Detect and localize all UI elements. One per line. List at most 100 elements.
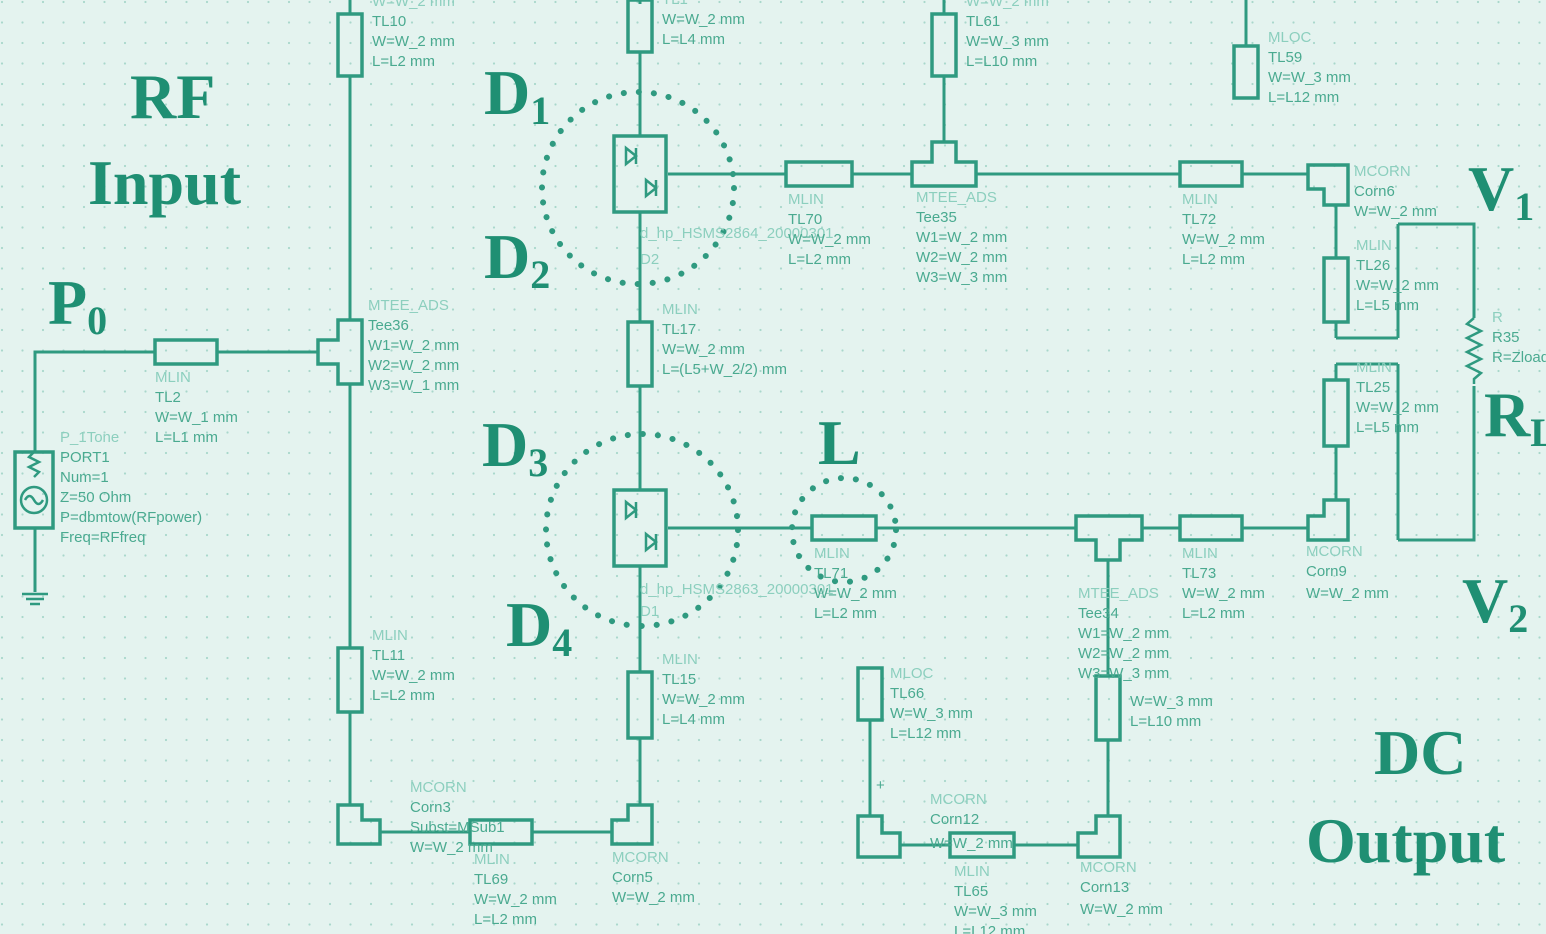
tl17-w-label: W=W_2 mm [662,341,745,358]
corn3-type-label: MCORN [410,779,467,796]
tl26-rect [1322,256,1350,324]
corn6-name-label: Corn6 [1354,183,1395,200]
resistor-icon [1464,317,1484,384]
tl59-name-label: TL59 [1268,49,1302,66]
tl17-name-label: TL17 [662,321,696,338]
tl65-type-label: MLIN [954,863,990,880]
tl10-w-label: W=W_2 mm [372,33,455,50]
diode-pair-bottom-ring [543,431,741,629]
tee35-name-label: Tee35 [916,209,957,226]
d4-heading: D4 [506,589,572,665]
tl72-w-label: W=W_2 mm [1182,231,1265,248]
tl72-type-label: MLIN [1182,191,1218,208]
corn5-type-label: MCORN [612,849,669,866]
tl11-rect [336,646,364,714]
tl-mid-right-l-label: L=L10 mm [1130,713,1201,730]
tee36-w3-label: W3=W_1 mm [368,377,459,394]
tee36-shape [316,318,364,386]
tl59-w-label: W=W_3 mm [1268,69,1351,86]
tl11-name-label: TL11 [372,647,405,664]
d2-heading: D2 [484,221,550,297]
tl70-w-label: W=W_2 mm [788,231,871,248]
tl25-l-label: L=L5 mm [1356,419,1419,436]
tl-mid-right-rect [1094,674,1122,742]
tl10-rect [336,12,364,78]
tl73-l-label: L=L2 mm [1182,605,1245,622]
tee36-w1-label: W1=W_2 mm [368,337,459,354]
corn9-shape [1306,498,1350,542]
corn3-subst-label: Subst=MSub1 [410,819,505,836]
port-freq-label: Freq=RFfreq [60,529,145,546]
diode-lower-model-label: d_hp_HSMS2863_20000301 [640,581,834,598]
tl65-rect [948,831,1016,859]
tl69-l-label: L=L2 mm [474,911,537,928]
tl10-name-label: TL10 [372,13,406,30]
tl1-rect [626,0,654,54]
tl73-name-label: TL73 [1182,565,1216,582]
diode-upper-model-label: d_hp_HSMS2864_20000301 [640,225,834,242]
tl66-l-label: L=L12 mm [890,725,961,742]
tee34-w3-label: W3=W_3 mm [1078,665,1169,682]
diode-upper [612,134,668,214]
tl69-rect [468,818,534,846]
r35-type-label: R [1492,309,1503,326]
tl61-w-label: W=W_3 mm [966,33,1049,50]
diode-lower-name-label: D1 [640,603,659,620]
wires [33,0,1476,847]
tl71-w-label: W=W_2 mm [814,585,897,602]
components [13,0,1484,859]
tl17-rect [626,320,654,388]
corn6-shape [1306,163,1350,207]
tl61-name-label: TL61 [966,13,1000,30]
tl70-type-label: MLIN [788,191,824,208]
tl17-type-label: MLIN [662,301,698,318]
port-z-label: Z=50 Ohm [60,489,131,506]
tee35-w1-label: W1=W_2 mm [916,229,1007,246]
tl25-rect [1322,378,1350,448]
tl15-rect [626,670,654,740]
tl65-w-label: W=W_3 mm [954,903,1037,920]
tl71-rect [810,514,878,542]
corn9-type-label: MCORN [1306,543,1363,560]
tl15-type-label: MLIN [662,651,698,668]
diode-upper-name-label: D2 [640,251,659,268]
tl66-type-label: MLOC [890,665,934,682]
diode-lower [612,488,668,568]
component-labels: P_1Tone PORT1 Num=1 Z=50 Ohm P=dbmtow(RF… [60,0,1546,934]
tl15-l-label: L=L4 mm [662,711,725,728]
corn3-shape [336,803,382,846]
tl73-type-label: MLIN [1182,545,1218,562]
corn13-name-label: Corn13 [1080,879,1129,896]
corn12-shape [856,814,902,859]
tl2-l-label: L=L1 mm [155,429,218,446]
tl65-l-label: L=L12 mm [954,923,1025,934]
ground-icon [22,592,48,606]
rl-heading: RL [1484,379,1546,455]
headings: RF Input P0 D1 D2 D3 D4 L V1 V2 RL DC Ou… [48,57,1546,876]
diode-pair-top-ring [539,89,737,287]
v1-heading: V1 [1468,153,1534,229]
tl59-l-label: L=L12 mm [1268,89,1339,106]
tl73-rect [1178,514,1244,542]
plus-sign-label: + [876,777,885,794]
tl70-name-label: TL70 [788,211,822,228]
tl59-rect [1232,44,1260,100]
rf-heading: RF [130,61,215,132]
corn5-w-label: W=W_2 mm [612,889,695,906]
tl25-name-label: TL25 [1356,379,1390,396]
corn13-w-label: W=W_2 mm [1080,901,1163,918]
tl11-w-label: W=W_2 mm [372,667,455,684]
corn6-type-label: MCORN [1354,163,1411,180]
tee36-type-label: MTEE_ADS [368,297,449,314]
tl66-rect [856,666,884,722]
tl2-rect [153,338,219,366]
tl11-l-label: L=L2 mm [372,687,435,704]
tl26-name-label: TL26 [1356,257,1390,274]
tl66-w-label: W=W_3 mm [890,705,973,722]
tee36-w2-label: W2=W_2 mm [368,357,459,374]
tl15-name-label: TL15 [662,671,696,688]
tee35-w2-label: W2=W_2 mm [916,249,1007,266]
tee34-w2-label: W2=W_2 mm [1078,645,1169,662]
tl66-name-label: TL66 [890,685,924,702]
